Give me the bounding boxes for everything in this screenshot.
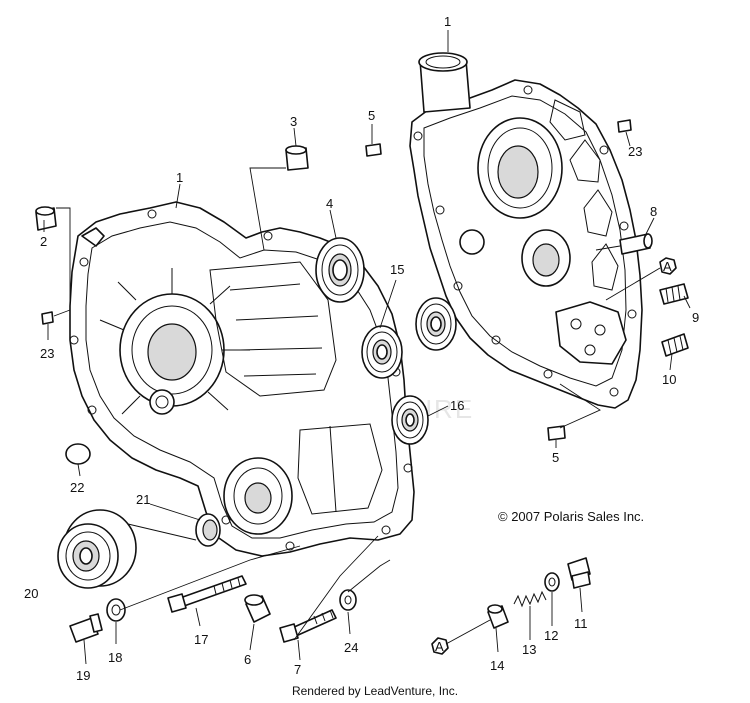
part-16-bearing [391,395,429,445]
callout-3: 3 [290,114,297,129]
callout-10: 10 [662,372,676,387]
callout-4: 4 [326,196,333,211]
part-5-pin-top [365,143,382,157]
callout-21: 21 [136,492,150,507]
crankcase-right-half [409,52,643,409]
part-4-bearing [315,237,365,303]
reference-marker-a-top: A [659,257,677,275]
part-19-drain-plug [69,613,103,643]
part-22-plug [65,443,91,465]
part-13-spring [513,590,547,608]
part-15-bearing-upper [415,297,457,351]
callout-2: 2 [40,234,47,249]
callout-23-left: 23 [40,346,54,361]
part-23-pin-right [617,119,632,133]
svg-text:A: A [435,639,444,654]
part-3-dowel-sleeve [285,145,309,171]
callout-5-bottom: 5 [552,450,559,465]
callout-15: 15 [390,262,404,277]
callout-20: 20 [24,586,38,601]
callout-1-left: 1 [176,170,183,185]
callout-24: 24 [344,640,358,655]
callout-23-right: 23 [628,144,642,159]
callout-1-top: 1 [444,14,451,29]
callout-9: 9 [692,310,699,325]
callout-17: 17 [194,632,208,647]
part-7-bolt [279,609,337,643]
part-14-plunger [487,604,509,629]
callout-12: 12 [544,628,558,643]
part-18-washer [106,598,126,622]
part-5-pin-bottom [547,425,566,441]
callout-13: 13 [522,642,536,657]
part-17-bolt [167,575,247,613]
part-12-washer [544,572,560,592]
part-20-drive-hub [57,509,137,589]
part-23-pin-left [41,311,54,325]
leader-lines [43,30,691,665]
callout-labels: 1 1 2 3 4 5 5 6 7 8 9 10 11 12 13 14 15 … [24,14,699,683]
crankcase-left-half [69,201,415,557]
callout-18: 18 [108,650,122,665]
part-2-dowel-sleeve [35,206,57,231]
part-8-plug [619,233,653,255]
callout-19: 19 [76,668,90,683]
render-credit: Rendered by LeadVenture, Inc. [291,684,459,698]
part-11-plug-bolt [567,557,591,589]
callout-6: 6 [244,652,251,667]
part-15-bearing-lower [361,325,403,379]
callout-8: 8 [650,204,657,219]
part-21-seal [195,513,221,547]
callout-11: 11 [574,616,588,631]
part-9-fitting [659,283,689,305]
callout-7: 7 [294,662,301,677]
callout-16: 16 [450,398,464,413]
part-10-fitting [661,333,689,357]
copyright-notice: © 2007 Polaris Sales Inc. [498,509,645,524]
part-6-cap [244,594,271,623]
callout-22: 22 [70,480,84,495]
part-24-washer [339,589,357,611]
reference-marker-a-bottom: A [431,637,449,655]
svg-text:A: A [663,259,672,274]
callout-14: 14 [490,658,504,673]
callout-5-top: 5 [368,108,375,123]
